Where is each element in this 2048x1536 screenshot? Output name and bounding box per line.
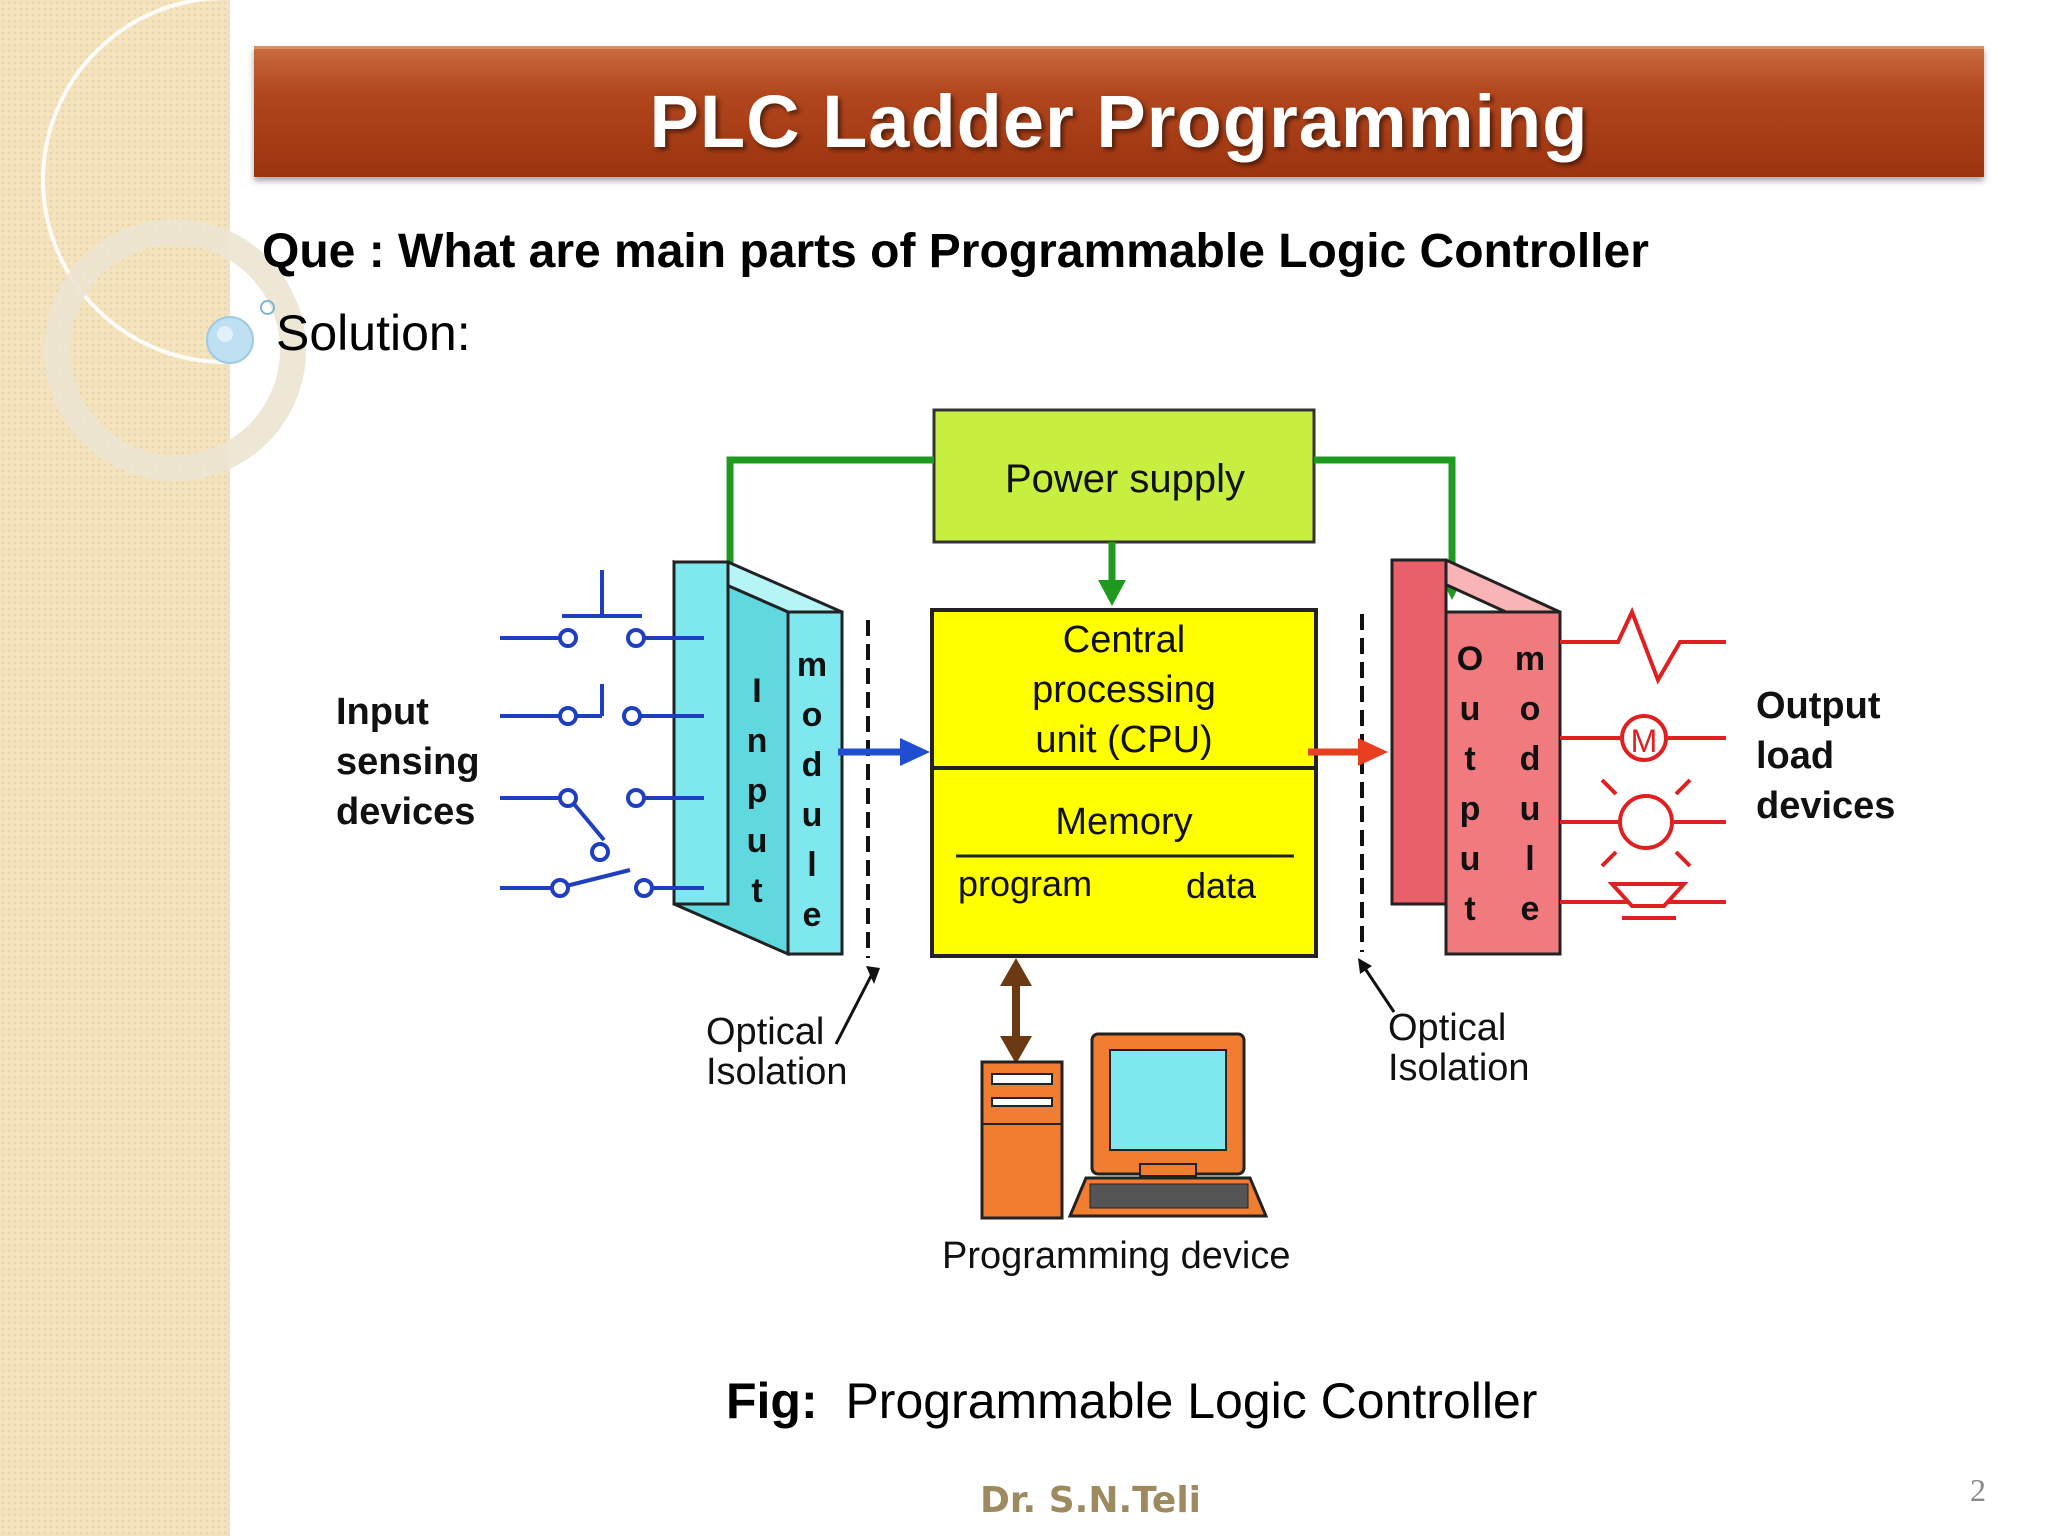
- power-supply-box: [932, 408, 1316, 544]
- input-module-word2-letter: d: [802, 746, 823, 784]
- optical-right-pointer: [1360, 963, 1396, 1013]
- cpu-programming-arrow: [1000, 958, 1032, 1064]
- output-module-word2-letter: l: [1525, 840, 1534, 878]
- input-module-word2-letter: u: [802, 796, 823, 834]
- output-loads: [1560, 606, 1726, 920]
- input-module-word1-letter: I: [752, 672, 761, 710]
- slide-title: PLC Ladder Programming: [649, 80, 1589, 163]
- output-devices-label-3: devices: [1756, 785, 1895, 827]
- title-bar: PLC Ladder Programming: [254, 46, 1984, 177]
- question-text: Que : What are main parts of Programmabl…: [262, 225, 1649, 278]
- output-module-word1-letter: p: [1460, 790, 1481, 828]
- output-devices-label-2: load: [1756, 735, 1834, 777]
- output-module-word2-letter: d: [1520, 740, 1541, 778]
- figure-caption: Fig: Programmable Logic Controller: [726, 1372, 1537, 1430]
- author-footer: Dr. S.N.Teli: [980, 1480, 1201, 1521]
- cpu-box: [930, 608, 1318, 958]
- output-module-word1-letter: u: [1460, 840, 1481, 878]
- optical-isolation-right-label-2: Isolation: [1388, 1047, 1530, 1089]
- input-devices-label-1: Input: [336, 691, 429, 733]
- optical-left-pointer: [834, 973, 874, 1045]
- figure-caption-prefix: Fig:: [726, 1373, 818, 1429]
- optical-isolation-right-label-1: Optical: [1388, 1007, 1506, 1049]
- input-module-word1-letter: p: [747, 772, 768, 810]
- output-module-word2-letter: m: [1515, 640, 1545, 678]
- optical-isolation-left-label-1: Optical: [706, 1011, 824, 1053]
- cpu-label-2: processing: [1032, 669, 1216, 711]
- input-module-word2-letter: l: [807, 846, 816, 884]
- input-module-word1-letter: n: [747, 722, 768, 760]
- input-module-word1-letter: u: [747, 822, 768, 860]
- output-module-word1-letter: t: [1464, 890, 1475, 928]
- cpu-label-1: Central: [1063, 619, 1186, 661]
- memory-program-label: program: [958, 863, 1092, 904]
- input-devices-label-3: devices: [336, 791, 475, 833]
- input-module-word2-letter: e: [803, 896, 822, 934]
- output-module-word2-letter: e: [1521, 890, 1540, 928]
- input-module-word2-letter: o: [802, 696, 823, 734]
- figure-caption-text: Programmable Logic Controller: [845, 1373, 1538, 1429]
- memory-data-label: data: [1186, 865, 1257, 906]
- optical-left-pointer-head: [866, 966, 880, 984]
- power-arrowheads: [716, 572, 1466, 606]
- input-to-cpu-arrow: [838, 738, 930, 766]
- bullet-icon: [260, 300, 275, 315]
- output-devices-label-1: Output: [1756, 685, 1881, 727]
- output-module-word1-letter: u: [1460, 690, 1481, 728]
- computer-icon: [980, 1032, 1269, 1220]
- optical-right-pointer-head: [1358, 958, 1372, 974]
- input-devices-label-2: sensing: [336, 741, 480, 783]
- input-module-word1-letter: t: [751, 872, 762, 910]
- output-module: [1390, 558, 1562, 956]
- sidebar-edge: [226, 0, 230, 1536]
- input-module: [672, 559, 844, 957]
- decorative-circles: [41, 0, 409, 481]
- output-module-word1-letter: O: [1457, 640, 1483, 678]
- output-module-word2-letter: u: [1520, 790, 1541, 828]
- page-number: 2: [1970, 1472, 1986, 1508]
- programming-device-label: Programming device: [942, 1235, 1290, 1277]
- output-module-word2-letter: o: [1520, 690, 1541, 728]
- cpu-label-3: unit (CPU): [1035, 719, 1212, 761]
- input-module-word1: Input: [747, 672, 768, 910]
- input-switches: [500, 570, 704, 898]
- cpu-to-output-arrow: [1308, 738, 1388, 766]
- solution-label: Solution:: [276, 305, 471, 361]
- motor-symbol: M: [1631, 723, 1658, 759]
- memory-label: Memory: [1055, 801, 1192, 843]
- output-module-word1: Output: [1457, 640, 1483, 928]
- output-module-word1-letter: t: [1464, 740, 1475, 778]
- input-module-word2-letter: m: [797, 646, 827, 684]
- power-supply-label: Power supply: [1005, 457, 1245, 501]
- optical-isolation-left-label-2: Isolation: [706, 1051, 848, 1093]
- plc-diagram: Power supply Central processing unit (CP…: [336, 408, 1895, 1277]
